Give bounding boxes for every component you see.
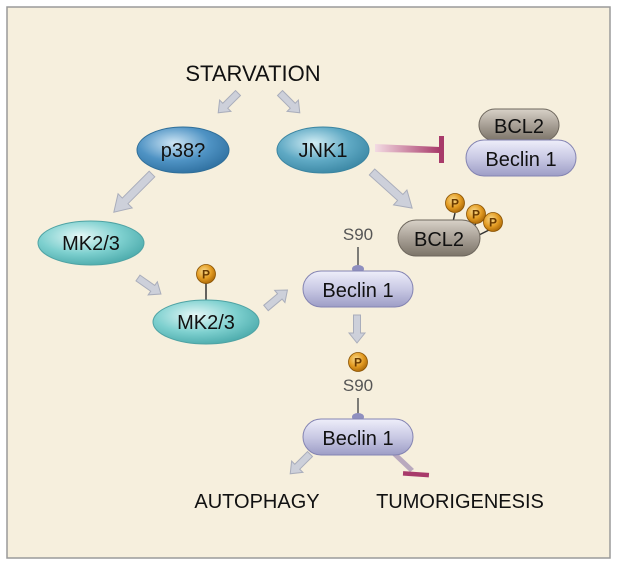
- arrow-beclin-beclin: [347, 314, 367, 344]
- autophagy-label: AUTOPHAGY: [194, 491, 319, 513]
- beclin-complex-label: Beclin 1: [485, 149, 556, 171]
- starvation-label: STARVATION: [185, 61, 320, 86]
- bcl2-phospho-node: [397, 219, 481, 257]
- phospho-label: P: [451, 197, 459, 211]
- arrow-jnk1-bcl2: [368, 168, 413, 209]
- phospho-label: P: [472, 208, 480, 222]
- mk2-3-bottom-label: MK2/3: [177, 312, 235, 334]
- inhibition-beclin-tumorigenesis: [392, 452, 430, 478]
- mk2-3-top-label: MK2/3: [62, 233, 120, 255]
- arrow-beclin-autophagy: [289, 450, 314, 475]
- phospho-badge-mk2: P: [196, 264, 216, 284]
- mk2-3-node-top: MK2/3: [37, 220, 145, 266]
- bcl2-phospho-group: BCL2 P P P: [397, 193, 503, 257]
- arrow-p38-mk2: [113, 170, 156, 213]
- activation-arrows: [113, 89, 413, 475]
- arrow-starvation-p38: [217, 89, 242, 114]
- p38-label: p38?: [161, 140, 206, 162]
- phospho-badge-bcl2-1: P: [445, 193, 465, 213]
- phospho-badge-bcl2-2: P: [466, 204, 486, 224]
- beclin-bottom-label: Beclin 1: [322, 428, 393, 450]
- jnk1-label: JNK1: [299, 140, 348, 162]
- phospho-badge-bcl2-3: P: [483, 212, 503, 232]
- arrow-mk2-mk2p: [135, 274, 162, 296]
- bcl2-beclin-complex: BCL2 Beclin 1: [465, 108, 577, 177]
- mk2-3-node-bottom: MK2/3 P: [152, 264, 260, 345]
- tumorigenesis-label: TUMORIGENESIS: [376, 491, 544, 513]
- phospho-label: P: [489, 216, 497, 230]
- arrow-starvation-jnk1: [276, 89, 301, 114]
- beclin-bottom-node: Beclin 1: [302, 418, 414, 456]
- arrow-mk2p-beclin: [263, 289, 289, 312]
- bcl2-complex-label: BCL2: [494, 116, 544, 138]
- phospho-label: P: [202, 268, 210, 282]
- p38-node: p38?: [136, 126, 230, 174]
- phospho-label: P: [354, 356, 362, 370]
- phospho-badge-beclin: P: [348, 352, 368, 372]
- s90-site-bottom: S90: [343, 376, 373, 395]
- beclin-mid-label: Beclin 1: [322, 280, 393, 302]
- bcl2-phospho-label: BCL2: [414, 229, 464, 251]
- jnk1-node: JNK1: [276, 126, 370, 174]
- inhibition-jnk1-complex: [375, 136, 444, 163]
- s90-site-mid: S90: [343, 225, 373, 244]
- beclin-complex-node: [465, 139, 577, 177]
- beclin-mid-node: Beclin 1: [302, 270, 414, 308]
